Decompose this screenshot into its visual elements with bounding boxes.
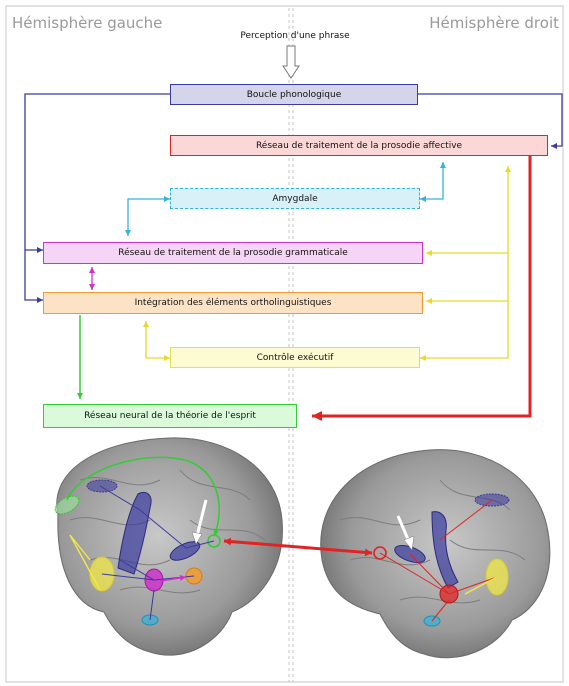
right-brain — [320, 449, 551, 659]
left-phonological-area — [86, 479, 118, 493]
input-arrow — [282, 45, 300, 79]
box-boucle-phonologique-label: Boucle phonologique — [246, 89, 342, 100]
left-phonological-loop — [117, 492, 152, 575]
outer-frame — [5, 5, 564, 683]
box-controle-executif: Contrôle exécutif — [170, 347, 420, 368]
interhemispheric-arrow — [223, 537, 373, 557]
box-integration-label: Intégration des éléments ortholinguistiq… — [134, 298, 332, 308]
boucle-to-integration-arrow — [24, 93, 170, 303]
right-network-links — [379, 499, 498, 622]
amygdale-affective-arrow — [420, 162, 446, 202]
box-prosodie-affective-label: Réseau de traitement de la prosodie affe… — [255, 140, 463, 151]
box-theorie-esprit: Réseau neural de la théorie de l'esprit — [43, 404, 297, 428]
box-prosodie-affective: Réseau de traitement de la prosodie affe… — [170, 135, 548, 156]
controle-affective-arrow — [420, 166, 511, 361]
input-label: Perception d'une phrase — [240, 31, 350, 41]
box-amygdale-label: Amygdale — [272, 193, 318, 204]
boucle-to-affective-arrow — [418, 93, 563, 149]
left-tom-area — [54, 495, 80, 515]
left-tom-path — [66, 456, 220, 537]
right-phonological-loop — [431, 511, 459, 589]
controle-integration-arrow — [143, 321, 170, 361]
box-boucle-phonologique: Boucle phonologique — [170, 84, 418, 105]
left-brain — [54, 437, 283, 656]
box-controle-executif-label: Contrôle exécutif — [256, 352, 334, 363]
box-prosodie-grammaticale: Réseau de traitement de la prosodie gram… — [43, 242, 423, 264]
left-network-links — [99, 485, 215, 621]
box-amygdale: Amygdale — [170, 188, 420, 209]
left-hemisphere-title: Hémisphère gauche — [12, 14, 163, 32]
box-theorie-esprit-label: Réseau neural de la théorie de l'esprit — [84, 411, 256, 421]
box-integration: Intégration des éléments ortholinguistiq… — [43, 292, 423, 314]
amygdale-grammaticale-arrow — [125, 196, 170, 236]
right-tom-node — [373, 546, 387, 560]
box-prosodie-grammaticale-label: Réseau de traitement de la prosodie gram… — [118, 248, 348, 258]
right-hemisphere-title: Hémisphère droit — [429, 14, 559, 32]
affective-theorie-arrow — [312, 156, 532, 421]
